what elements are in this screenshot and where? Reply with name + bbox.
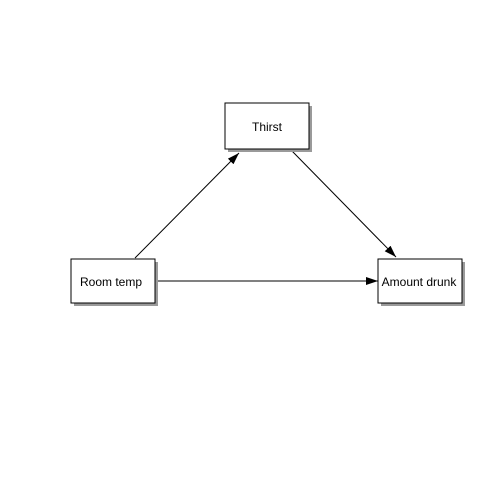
node-box: [70, 258, 156, 304]
node-box: [377, 258, 463, 304]
node-label-thirst: Thirst: [252, 120, 283, 134]
node-amount-drunk: Amount drunk: [377, 258, 465, 306]
node-label-amount-drunk: Amount drunk: [382, 275, 458, 289]
node-thirst: Thirst: [224, 102, 312, 152]
node-label-room-temp: Room temp: [80, 275, 142, 289]
edge-thirst-to-amount-drunk: [291, 150, 397, 258]
edge-room-temp-to-thirst: [134, 152, 240, 259]
node-room-temp: Room temp: [70, 258, 158, 306]
node-box: [224, 102, 310, 150]
